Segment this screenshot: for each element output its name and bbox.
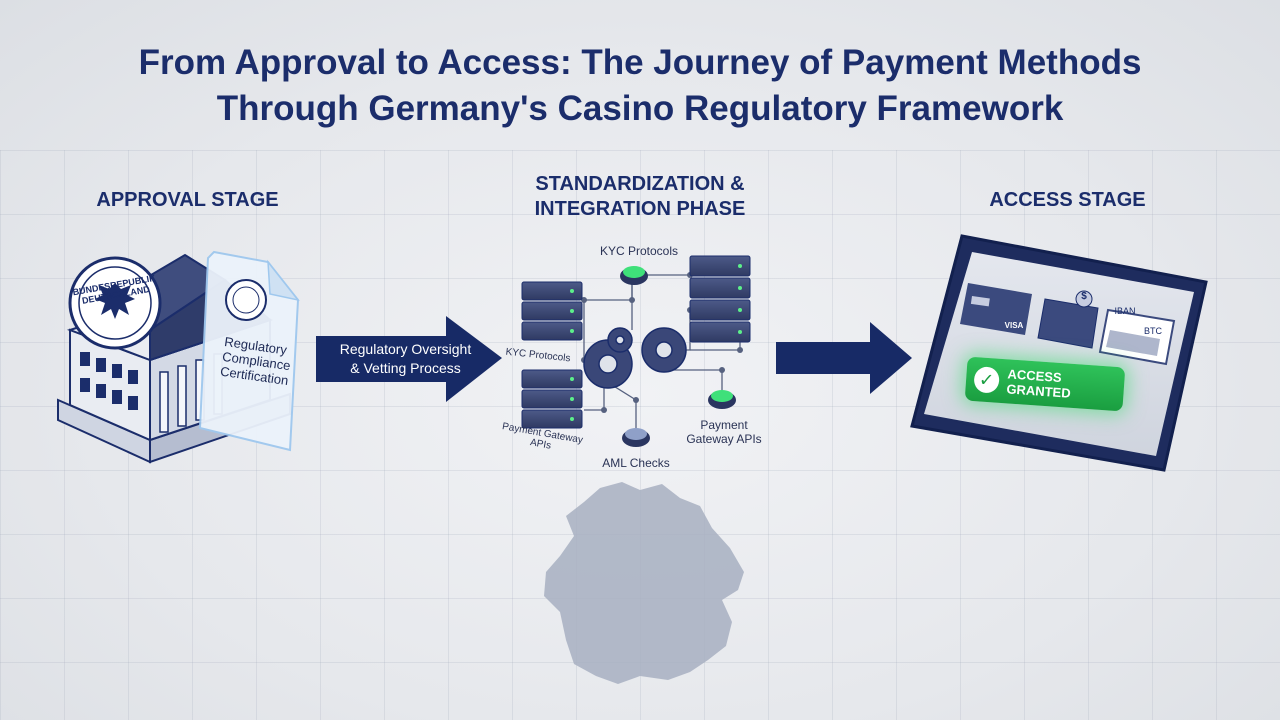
payment-puck-icon <box>708 390 736 409</box>
gears-icon <box>583 327 687 389</box>
bank-card-icon <box>1098 308 1176 366</box>
check-icon: ✓ <box>973 366 1000 394</box>
access-granted-label: ACCESS GRANTED <box>1005 366 1072 401</box>
regulatory-oversight-arrow <box>316 316 502 402</box>
aml-checks-label: AML Checks <box>602 456 670 470</box>
credit-card-icon <box>960 283 1032 335</box>
server-stack-left-bottom-icon <box>521 369 583 429</box>
federal-seal-icon <box>68 256 162 350</box>
access-arrow <box>776 322 912 394</box>
certificate-document-icon <box>198 250 300 452</box>
btc-label: BTC <box>1144 326 1162 336</box>
dollar-symbol: $ <box>1081 291 1087 302</box>
server-stack-left-top-icon <box>521 281 583 341</box>
title-line-1: From Approval to Access: The Journey of … <box>138 43 1142 82</box>
card-brand-label: VISA <box>1004 321 1024 330</box>
wallet-icon <box>1037 290 1099 349</box>
access-stage-heading: ACCESS STAGE <box>989 189 1146 211</box>
iban-label: IBAN <box>1114 306 1136 316</box>
standardization-stage-heading: STANDARDIZATION & INTEGRATION PHASE <box>534 173 746 220</box>
aml-puck-icon <box>622 428 650 447</box>
payment-gateway-label: Payment Gateway APIs <box>686 418 762 446</box>
kyc-protocols-label: KYC Protocols <box>599 244 679 258</box>
germany-map <box>544 482 744 684</box>
arrow-label: Regulatory Oversight & Vetting Process <box>339 341 472 376</box>
kyc-puck-icon <box>620 266 648 285</box>
page-title: From Approval to Access: The Journey of … <box>0 40 1280 132</box>
title-line-2: Through Germany's Casino Regulatory Fram… <box>216 89 1064 128</box>
approval-stage-heading: APPROVAL STAGE <box>96 189 279 211</box>
server-stack-right-icon <box>689 255 751 343</box>
